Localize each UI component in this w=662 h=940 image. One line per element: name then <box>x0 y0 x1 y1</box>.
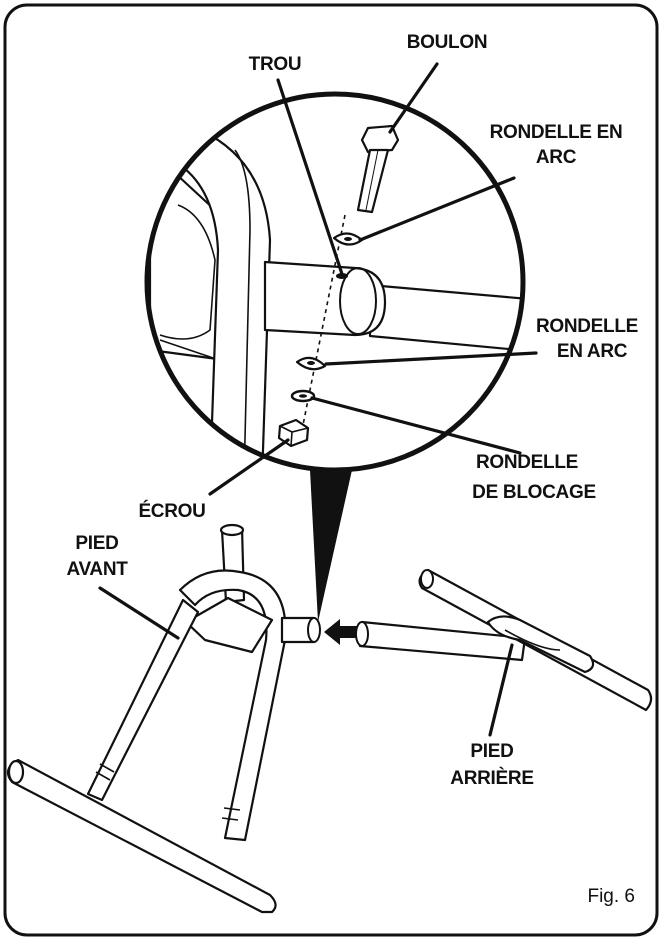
label-front-leg-line2: AVANT <box>66 559 128 580</box>
label-lock-washer-line2: DE BLOCAGE <box>472 482 596 503</box>
label-curved-washer-bottom-line2: EN ARC <box>557 341 628 362</box>
label-front-leg-line1: PIED <box>75 533 118 554</box>
label-rear-leg-line2: ARRIÈRE <box>450 767 533 789</box>
detail-pointer <box>310 470 352 622</box>
lock-washer <box>290 389 316 403</box>
label-hole: TROU <box>249 54 302 75</box>
label-curved-washer-top-line1: RONDELLE EN <box>490 122 623 143</box>
figure-caption: Fig. 6 <box>587 886 635 907</box>
leader-lines <box>98 62 538 737</box>
arrow-right-icon <box>324 619 360 645</box>
label-bolt: BOULON <box>407 32 488 53</box>
front-leg-assembly <box>6 523 321 914</box>
detail-magnifier <box>144 91 526 473</box>
label-curved-washer-bottom-line1: RONDELLE <box>536 316 638 337</box>
label-curved-washer-top-line2: ARC <box>536 147 577 168</box>
curved-washer-bottom <box>295 356 327 371</box>
rear-leg-assembly <box>355 568 653 712</box>
label-rear-leg-line1: PIED <box>470 741 513 762</box>
label-lock-washer-line1: RONDELLE <box>476 452 578 473</box>
label-nut: ÉCROU <box>138 500 205 522</box>
